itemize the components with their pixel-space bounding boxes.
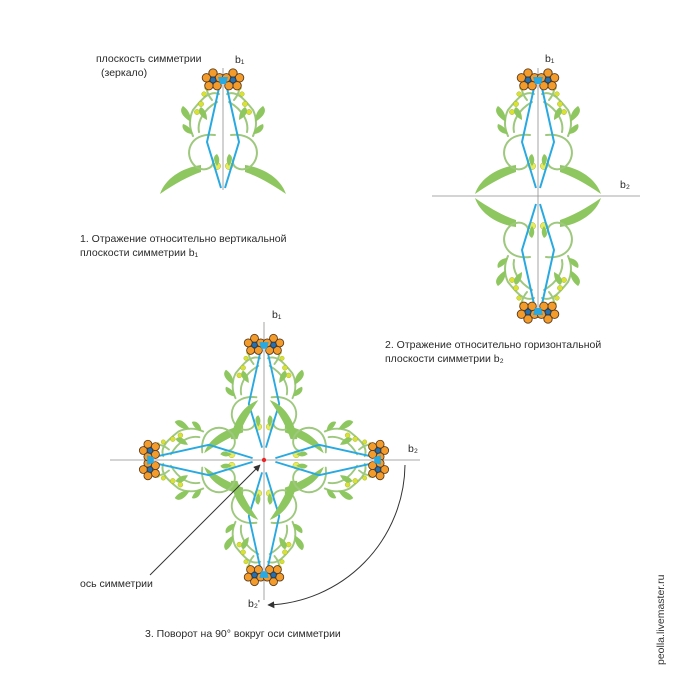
mirror-plane-sublabel: (зеркало) — [101, 67, 148, 79]
caption-step2-line1: 2. Отражение относительно горизонтальной — [385, 339, 602, 351]
symmetry-axis-point — [261, 457, 267, 463]
panel-3-rotation — [110, 322, 420, 609]
watermark-credit: peolla.livemaster.ru — [655, 574, 667, 665]
label-b2-panel3: b₂ — [408, 443, 418, 455]
panel-1-vertical-reflection — [160, 68, 286, 194]
caption-step1-line2: плоскости симметрии b₁ — [80, 247, 199, 259]
panel-2-horizontal-reflection — [432, 68, 640, 323]
label-b2-prime: b₂' — [248, 598, 260, 610]
mirror-plane-label: плоскость симметрии — [96, 53, 202, 65]
label-b1-panel1: b₁ — [235, 54, 245, 66]
label-b2-panel2: b₂ — [620, 179, 630, 191]
caption-step3: 3. Поворот на 90° вокруг оси симметрии — [145, 628, 341, 640]
rotation-arrow — [267, 464, 406, 609]
axis-of-symmetry-label: ось симметрии — [80, 578, 153, 590]
label-b1-panel3: b₁ — [272, 309, 282, 321]
caption-step1-line1: 1. Отражение относительно вертикальной — [80, 233, 287, 245]
axis-pointer-arrow — [149, 464, 261, 576]
caption-step2-line2: плоскости симметрии b₂ — [385, 353, 504, 365]
label-b1-panel2: b₁ — [545, 53, 555, 65]
